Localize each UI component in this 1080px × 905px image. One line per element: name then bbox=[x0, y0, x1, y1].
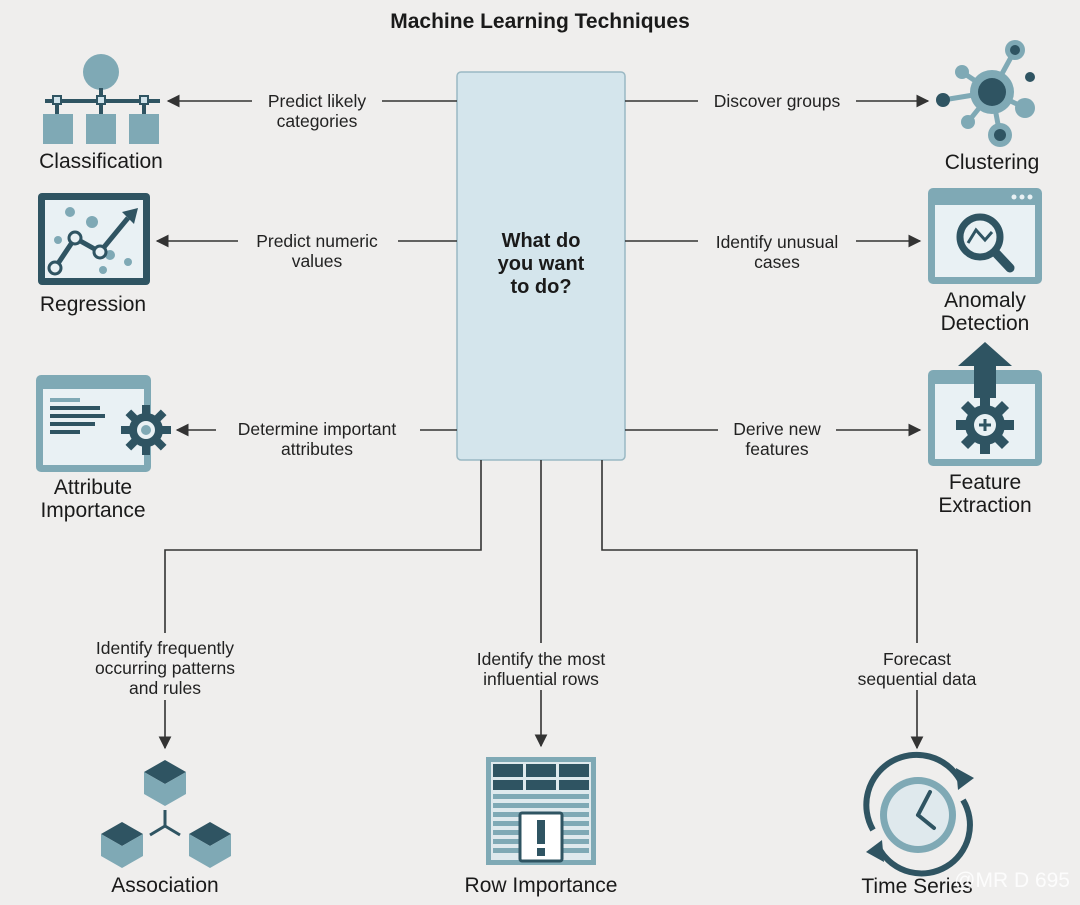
connector-time-series bbox=[601, 460, 918, 643]
label-anomaly-detection-1: Anomaly bbox=[944, 289, 1026, 312]
svg-text:influential rows: influential rows bbox=[483, 669, 599, 689]
linked-cubes-icon bbox=[101, 760, 231, 868]
label-attribute-importance-1: Attribute bbox=[54, 476, 132, 499]
center-question-box: What do you want to do? bbox=[456, 71, 626, 461]
svg-text:features: features bbox=[745, 439, 808, 459]
desc-regression: Predict numeric values bbox=[256, 231, 378, 271]
svg-text:Predict numeric: Predict numeric bbox=[256, 231, 378, 251]
label-row-importance: Row Importance bbox=[465, 874, 618, 897]
desc-feature-extraction: Derive new features bbox=[733, 419, 821, 459]
desc-row-importance: Identify the most influential rows bbox=[477, 649, 606, 689]
table-alert-icon bbox=[486, 757, 596, 865]
svg-text:Predict likely: Predict likely bbox=[268, 91, 366, 111]
watermark-text: @MR D 695 bbox=[954, 869, 1070, 892]
label-regression: Regression bbox=[40, 293, 146, 316]
label-anomaly-detection-2: Detection bbox=[941, 312, 1030, 335]
svg-text:categories: categories bbox=[277, 111, 358, 131]
center-line-1: What do bbox=[502, 230, 581, 252]
svg-text:Identify the most: Identify the most bbox=[477, 649, 606, 669]
center-line-3: to do? bbox=[510, 276, 571, 298]
svg-text:occurring patterns: occurring patterns bbox=[95, 658, 235, 678]
clock-cycle-icon bbox=[863, 751, 974, 877]
label-classification: Classification bbox=[39, 150, 163, 173]
diagram-title: Machine Learning Techniques bbox=[390, 10, 690, 33]
svg-text:values: values bbox=[292, 251, 343, 271]
center-line-2: you want bbox=[498, 253, 585, 275]
label-feature-extraction-2: Extraction bbox=[938, 494, 1031, 517]
label-association: Association bbox=[111, 874, 218, 897]
svg-text:Identify frequently: Identify frequently bbox=[96, 638, 234, 658]
desc-time-series: Forecast sequential data bbox=[858, 649, 977, 689]
svg-text:Determine important: Determine important bbox=[238, 419, 397, 439]
window-gear-arrow-icon bbox=[928, 342, 1042, 466]
trend-chart-icon bbox=[38, 193, 150, 285]
svg-text:cases: cases bbox=[754, 252, 800, 272]
label-attribute-importance-2: Importance bbox=[40, 499, 145, 522]
svg-text:Identify unusual: Identify unusual bbox=[716, 232, 839, 252]
label-feature-extraction-1: Feature bbox=[949, 471, 1021, 494]
window-gear-icon bbox=[36, 375, 171, 472]
label-time-series: Time Series bbox=[861, 875, 972, 898]
svg-text:sequential data: sequential data bbox=[858, 669, 977, 689]
hierarchy-tree-icon bbox=[43, 54, 160, 144]
svg-text:Discover groups: Discover groups bbox=[714, 91, 841, 111]
magnifier-window-icon bbox=[928, 188, 1042, 284]
svg-text:attributes: attributes bbox=[281, 439, 353, 459]
connector-association bbox=[164, 460, 482, 633]
label-clustering: Clustering bbox=[945, 151, 1040, 174]
network-nodes-icon bbox=[936, 40, 1035, 147]
svg-text:and rules: and rules bbox=[129, 678, 201, 698]
desc-association: Identify frequently occurring patterns a… bbox=[95, 638, 235, 698]
desc-attribute-importance: Determine important attributes bbox=[238, 419, 397, 459]
desc-classification: Predict likely categories bbox=[268, 91, 366, 131]
svg-text:Forecast: Forecast bbox=[883, 649, 951, 669]
desc-anomaly-detection: Identify unusual cases bbox=[716, 232, 839, 272]
svg-text:Derive new: Derive new bbox=[733, 419, 821, 439]
desc-clustering: Discover groups bbox=[714, 91, 841, 111]
